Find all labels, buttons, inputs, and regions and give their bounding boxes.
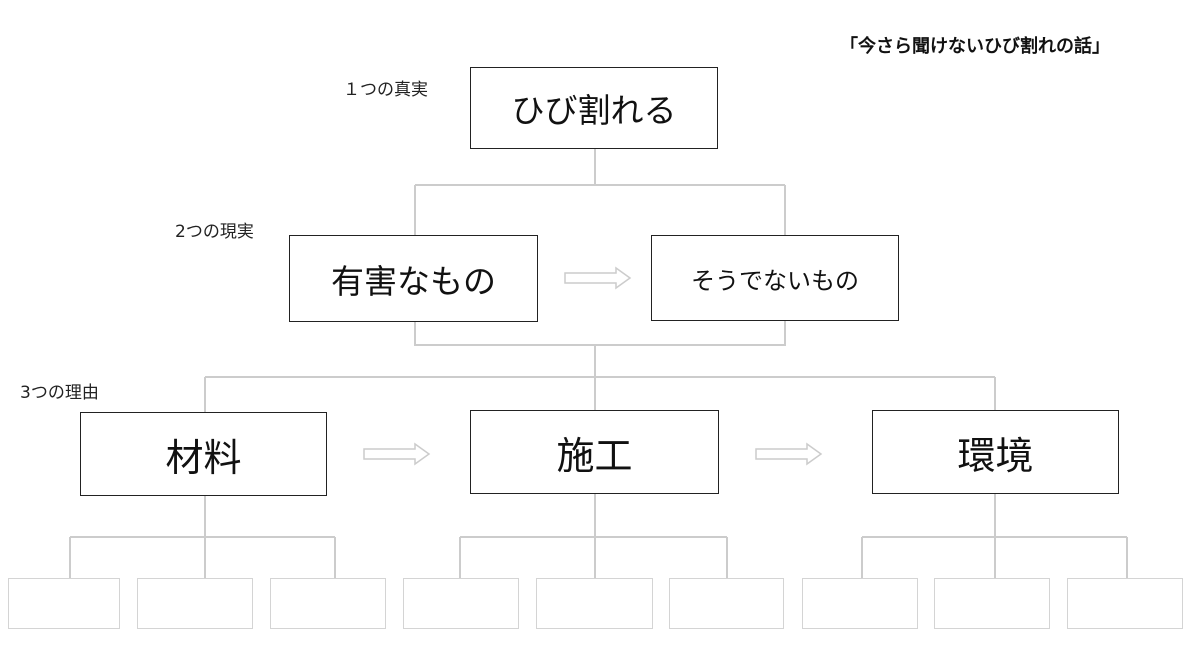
reason-node-material: 材料 <box>80 412 327 496</box>
arrow-icon <box>755 442 823 466</box>
reality-node-label: 有害なもの <box>331 261 496 301</box>
leaf-box <box>1067 578 1183 629</box>
reality-node-harmful: 有害なもの <box>289 235 538 322</box>
level-label-truth: １つの真実 <box>343 80 428 100</box>
arrow-icon <box>363 442 431 466</box>
leaf-box <box>403 578 519 629</box>
leaf-box <box>934 578 1050 629</box>
arrow-icon <box>564 266 632 290</box>
root-node: ひび割れる <box>470 67 718 149</box>
level-label-realities: 2つの現実 <box>175 222 254 242</box>
diagram-title: 「今さら聞けないひび割れの話」 <box>840 36 1110 57</box>
reality-node-harmless: そうでないもの <box>651 235 899 321</box>
leaf-box <box>802 578 918 629</box>
leaf-box <box>137 578 253 629</box>
reason-node-label: 環境 <box>957 433 1034 478</box>
reason-node-environment: 環境 <box>872 410 1119 494</box>
root-node-label: ひび割れる <box>511 91 677 130</box>
level-label-reasons: 3つの理由 <box>20 383 99 403</box>
leaf-box <box>536 578 653 629</box>
reason-node-label: 材料 <box>165 435 242 480</box>
leaf-box <box>8 578 120 629</box>
reason-node-construction: 施工 <box>470 410 719 494</box>
reality-node-label: そうでないもの <box>691 266 859 295</box>
reason-node-label: 施工 <box>556 433 633 478</box>
leaf-box <box>270 578 386 629</box>
leaf-box <box>669 578 784 629</box>
